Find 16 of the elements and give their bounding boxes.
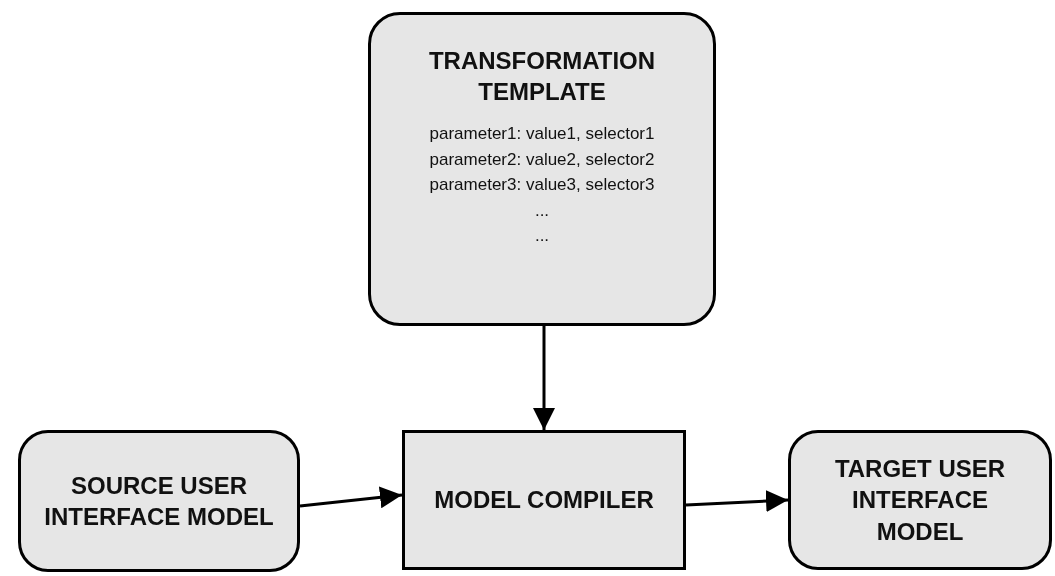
arrow	[685, 490, 789, 513]
box-title: MODEL COMPILER	[433, 485, 655, 516]
rounded-box	[368, 12, 716, 326]
parameter-line: ...	[534, 225, 550, 248]
parameter-line: ...	[534, 199, 550, 222]
box-title: TRANSFORMATION TEMPLATE	[427, 46, 657, 108]
parameter-line: parameter3: value3, selector3	[429, 174, 655, 197]
parameter-line: parameter2: value2, selector2	[429, 148, 655, 171]
rounded-box	[788, 430, 1052, 570]
parameter-line: parameter1: value1, selector1	[429, 123, 655, 146]
rounded-box	[18, 430, 300, 572]
process-box	[402, 430, 686, 570]
box-title: TARGET USER INTERFACE MODEL	[833, 454, 1007, 547]
box-title: SOURCE USER INTERFACE MODEL	[43, 470, 275, 532]
arrow	[533, 326, 555, 430]
arrow	[299, 486, 403, 509]
